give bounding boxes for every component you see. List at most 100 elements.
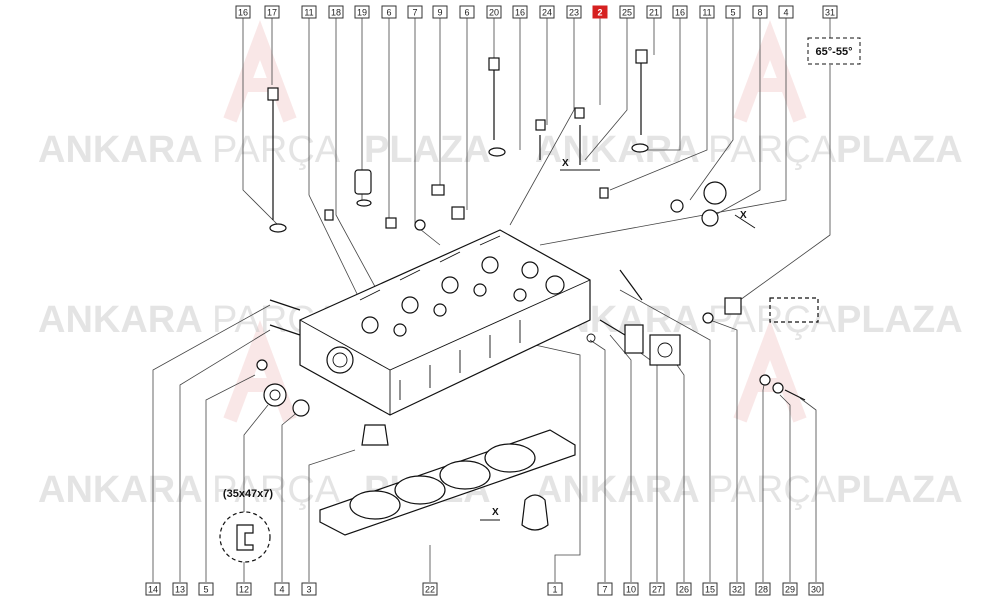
callout-box	[539, 5, 555, 19]
callout-number: 28	[758, 585, 768, 595]
callout-box	[778, 5, 794, 19]
callout-top-21: 21	[646, 5, 662, 19]
callout-box	[235, 5, 251, 19]
callout-number: 11	[304, 8, 313, 18]
callout-number: 9	[437, 8, 442, 18]
callout-box	[486, 5, 502, 19]
callout-bottom-28: 28	[755, 582, 771, 596]
watermark-brand-b: PARÇA	[212, 129, 341, 171]
callout-number: 24	[542, 8, 552, 18]
callout-bottom-22: 22	[422, 582, 438, 596]
callout-box	[198, 582, 214, 596]
callout-number: 16	[515, 8, 525, 18]
callout-number: 25	[622, 8, 632, 18]
callout-top-24: 24	[539, 5, 555, 19]
engine-parts	[219, 49, 819, 563]
callout-number: 5	[730, 8, 735, 18]
callout-number: 6	[386, 8, 391, 18]
callout-number: 11	[702, 8, 711, 18]
callout-box	[699, 5, 715, 19]
callout-box	[512, 5, 528, 19]
callout-top-6: 6	[459, 5, 475, 19]
callout-top-6: 6	[381, 5, 397, 19]
callout-bottom-15: 15	[702, 582, 718, 596]
callout-bottom-27: 27	[649, 582, 665, 596]
callout-bottom-10: 10	[623, 582, 639, 596]
callout-top-11: 11	[301, 5, 317, 19]
callout-number: 30	[811, 585, 821, 595]
small-parts	[256, 107, 819, 531]
callout-bottom-30: 30	[808, 582, 824, 596]
watermark-brand-a: ANKARA	[38, 299, 203, 341]
callout-box	[301, 5, 317, 19]
callout-number: 16	[238, 8, 248, 18]
callout-bottom-3: 3	[301, 582, 317, 596]
callout-top-19: 19	[354, 5, 370, 19]
callout-box	[623, 582, 639, 596]
seal-detail	[219, 511, 271, 563]
watermark-row-1: ANKARA PARÇA PLAZA ANKARA PARÇA PLAZA	[38, 129, 963, 171]
callout-box	[264, 5, 280, 19]
callout-bottom-26: 26	[676, 582, 692, 596]
callout-box	[619, 5, 635, 19]
watermark-brand-b: PARÇA	[708, 469, 837, 511]
axis-x-label: X	[562, 158, 569, 169]
callout-box	[702, 582, 718, 596]
callout-top-2: 2	[592, 5, 608, 19]
callout-bottom-5: 5	[198, 582, 214, 596]
callout-box	[729, 582, 745, 596]
cylinder-head	[299, 229, 591, 416]
axis-x-label: X	[740, 210, 747, 221]
callout-number: 31	[825, 8, 835, 18]
notes: 65°-55° (35x47x7) X X X	[223, 37, 861, 518]
callout-number: 15	[705, 585, 715, 595]
watermark-brand-b: PARÇA	[708, 129, 837, 171]
callout-number: 18	[331, 8, 341, 18]
callout-top-25: 25	[619, 5, 635, 19]
callout-box	[649, 582, 665, 596]
callout-top-5: 5	[725, 5, 741, 19]
watermark-brand-c: PLAZA	[836, 299, 963, 341]
callout-top-16: 16	[235, 5, 251, 19]
head-gasket	[319, 429, 576, 536]
axis-x-label: X	[492, 507, 499, 518]
callout-top-23: 23	[566, 5, 582, 19]
callout-box	[597, 582, 613, 596]
callout-box	[566, 5, 582, 19]
callout-box	[381, 5, 397, 19]
callout-bottom-1: 1	[547, 582, 563, 596]
callout-box	[459, 5, 475, 19]
callout-box	[672, 5, 688, 19]
callout-number: 12	[239, 585, 249, 595]
watermark-brand-c: PLAZA	[836, 469, 963, 511]
callout-box	[145, 582, 161, 596]
callout-bottom-29: 29	[782, 582, 798, 596]
callout-bottom-7: 7	[597, 582, 613, 596]
callout-box	[808, 582, 824, 596]
callout-top-20: 20	[486, 5, 502, 19]
callout-bottom-32: 32	[729, 582, 745, 596]
callout-number: 22	[425, 585, 435, 595]
callout-number: 7	[602, 585, 607, 595]
callout-number: 13	[175, 585, 185, 595]
callout-box	[422, 582, 438, 596]
callout-box	[301, 582, 317, 596]
callout-number: 3	[306, 585, 311, 595]
callout-bottom-13: 13	[172, 582, 188, 596]
callout-number: 17	[267, 8, 277, 18]
callout-bottom-14: 14	[145, 582, 161, 596]
callout-number: 20	[489, 8, 499, 18]
watermark-brand-a: ANKARA	[535, 469, 700, 511]
callout-bottom-12: 12	[236, 582, 252, 596]
callout-number: 4	[783, 8, 788, 18]
callout-top-9: 9	[432, 5, 448, 19]
callout-number: 6	[464, 8, 469, 18]
watermark-brand-c: PLAZA	[364, 129, 491, 171]
callout-box	[236, 582, 252, 596]
callout-box	[432, 5, 448, 19]
callout-number: 2	[597, 8, 602, 18]
callout-top-16: 16	[672, 5, 688, 19]
